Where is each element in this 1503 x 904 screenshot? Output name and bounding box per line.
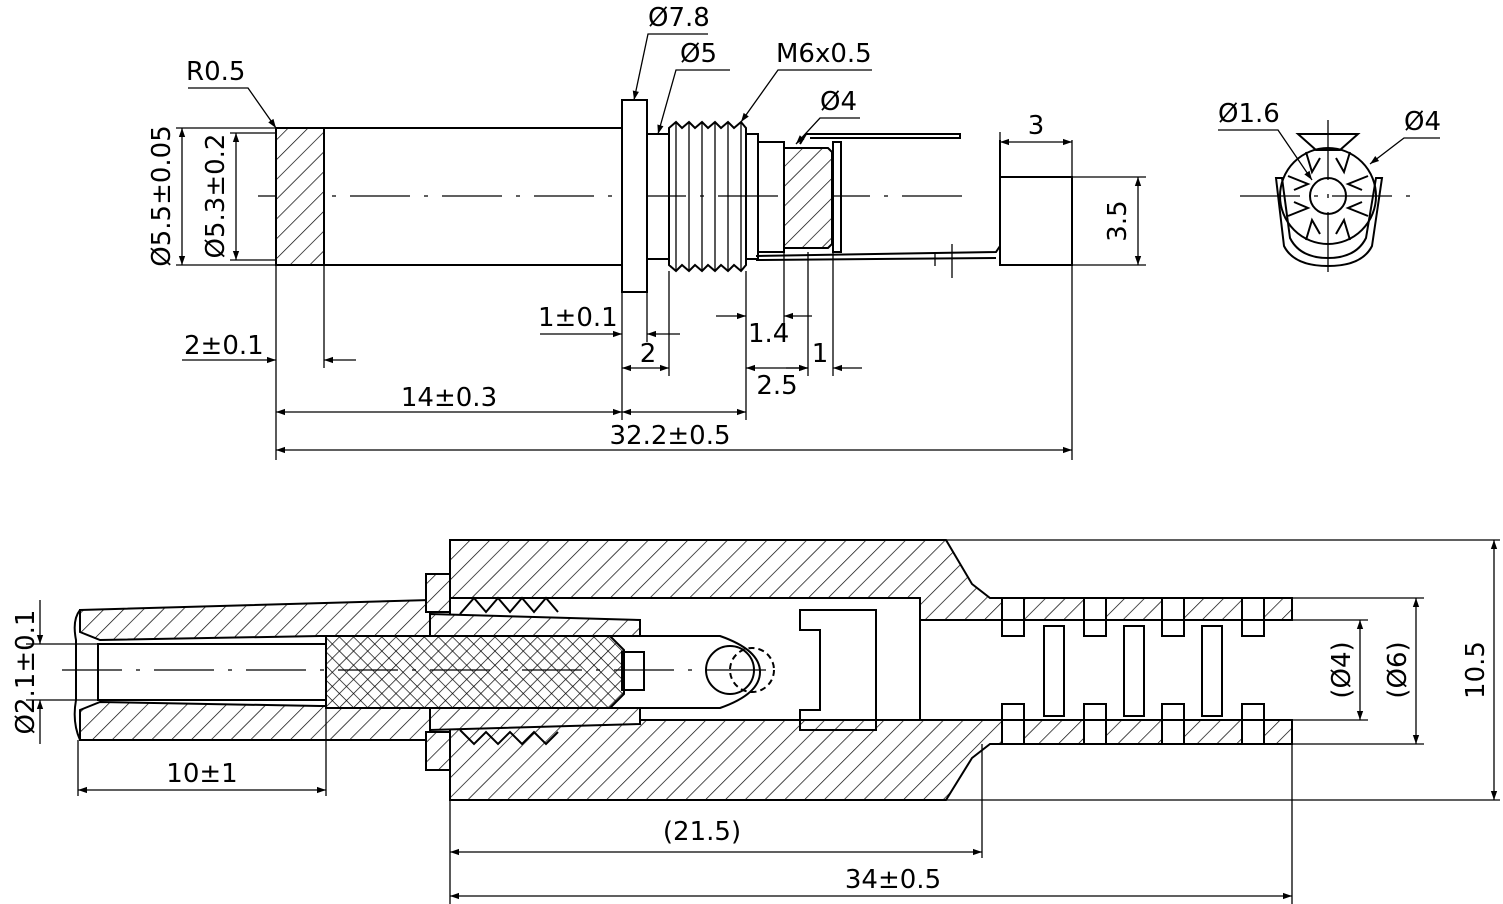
- label-end-d4: Ø4: [1404, 107, 1441, 137]
- nut-bottom: [425, 731, 451, 771]
- section-extension-lines: [26, 539, 1500, 904]
- pin-circle: [1309, 177, 1347, 215]
- label-14-03: 14±0.3: [401, 383, 497, 413]
- pin-contact: [640, 635, 762, 709]
- star-teeth: [1287, 133, 1369, 241]
- label-d21: Ø2.1±0.1: [11, 610, 41, 735]
- label-d16: Ø1.6: [1218, 99, 1280, 129]
- solder-tab: [999, 176, 1073, 266]
- rear-ring: [275, 127, 325, 266]
- thread-lines: [675, 122, 742, 271]
- label-section-d4: (Ø4): [1327, 641, 1357, 698]
- threaded-section: [668, 120, 747, 273]
- rib-grooves: [1001, 597, 1265, 745]
- label-w3: 3: [1028, 111, 1045, 141]
- section-view: Ø2.1±0.1 10±1 (21.5) 34±0.5 (Ø4) (Ø6) 10…: [11, 539, 1500, 904]
- inner-boss: [757, 141, 785, 253]
- top-leaders: [188, 33, 872, 145]
- label-h35: 3.5: [1103, 200, 1133, 241]
- knurled-insert: [325, 635, 625, 709]
- rib-slots: [1043, 625, 1223, 717]
- u-spring: [1274, 177, 1384, 268]
- label-h105: 10.5: [1461, 641, 1491, 699]
- spring-clip: [799, 609, 877, 731]
- label-d5: Ø5: [680, 39, 717, 69]
- pin-tip: [621, 651, 645, 691]
- label-d55: Ø5.5±0.05: [147, 125, 177, 267]
- contact-ring-2: [729, 647, 775, 693]
- label-thread: M6x0.5: [776, 39, 872, 69]
- label-10: 10±1: [166, 759, 237, 789]
- label-d78: Ø7.8: [648, 3, 710, 33]
- end-view: Ø1.6 Ø4: [1218, 99, 1441, 280]
- coupling-thread-bottom: [459, 729, 559, 746]
- label-21-5: (21.5): [663, 817, 741, 847]
- label-1-01: 1±0.1: [538, 303, 618, 333]
- label-d53: Ø5.3±0.2: [201, 134, 231, 259]
- plug-outer: [79, 598, 431, 642]
- sleeve-bottom: [429, 707, 641, 732]
- coupling-thread-top: [459, 596, 559, 615]
- label-2-5: 2.5: [756, 371, 797, 401]
- lead-top: [799, 133, 961, 145]
- outer-circle: [1279, 147, 1377, 245]
- label-2-01: 2±0.1: [184, 331, 264, 361]
- label-1: 1: [812, 339, 829, 369]
- label-1-4: 1.4: [748, 319, 789, 349]
- label-34: 34±0.5: [845, 865, 941, 895]
- label-section-d6: (Ø6): [1383, 641, 1413, 698]
- label-r05: R0.5: [186, 57, 245, 87]
- label-d4: Ø4: [820, 87, 857, 117]
- nut-top: [425, 573, 451, 613]
- section-dimension-lines: [36, 540, 1498, 900]
- top-dimension-lines: [178, 128, 1142, 454]
- plug-bore: [97, 643, 329, 701]
- lead-bottom-2: [755, 257, 997, 261]
- label-2: 2: [640, 339, 657, 369]
- flange: [621, 99, 648, 293]
- end-cap: [783, 147, 833, 249]
- label-32-2: 32.2±0.5: [609, 421, 730, 451]
- top-view: R0.5 Ø7.8 Ø5 M6x0.5 Ø4 Ø5.5±0.05 Ø5.3±0.…: [147, 3, 1146, 460]
- cap-plate: [832, 141, 842, 253]
